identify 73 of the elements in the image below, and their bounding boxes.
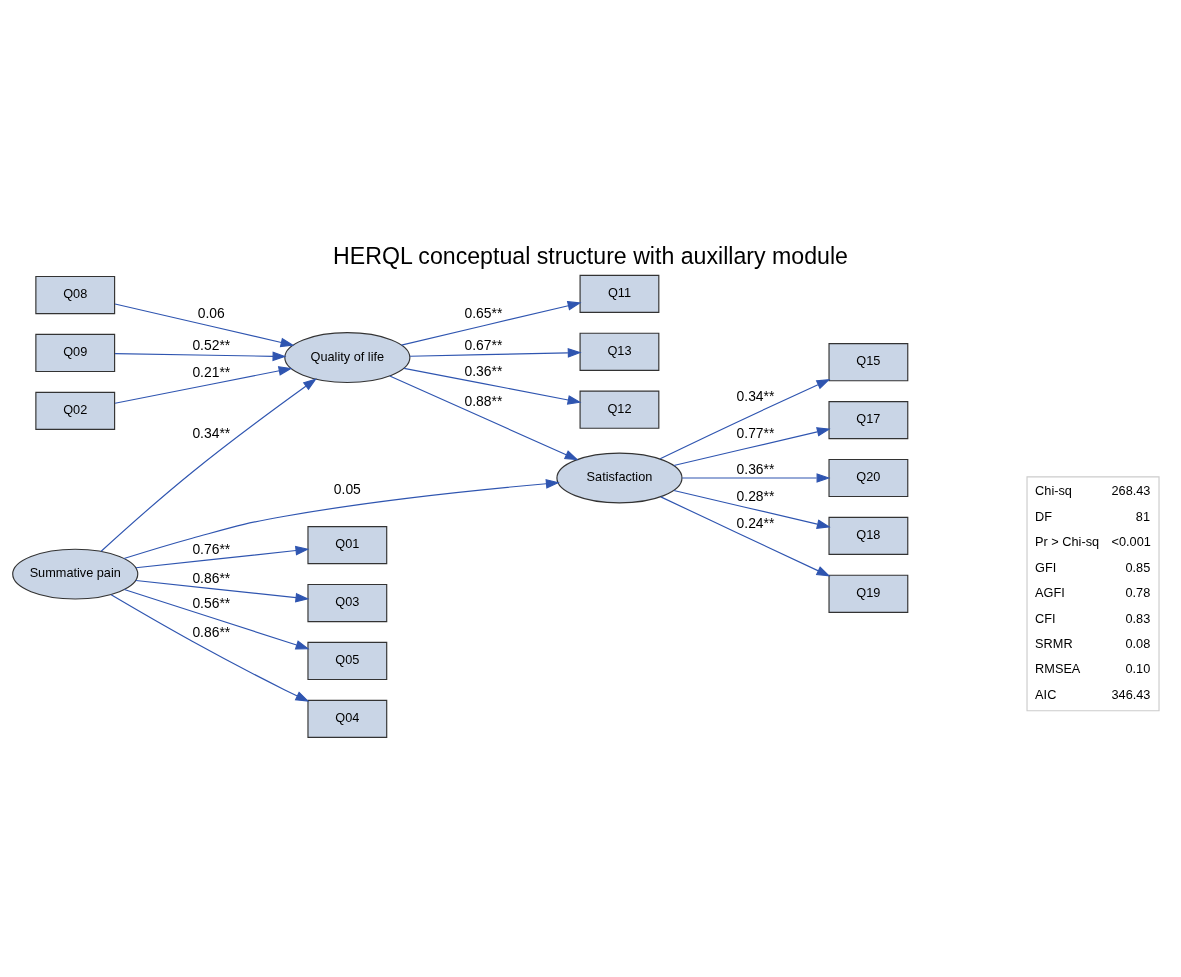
label: 0.83 — [1125, 610, 1151, 626]
node-ellipse: Summative pain — [12, 548, 139, 600]
node-box: Q01 — [307, 525, 388, 564]
arrow — [114, 350, 287, 361]
node-box: Q13 — [579, 332, 660, 371]
node-box: Q12 — [579, 390, 660, 429]
edge-label: 0.36** — [736, 460, 775, 477]
node-box: Q03 — [307, 583, 388, 622]
node-ellipse: Quality of life — [284, 331, 411, 383]
arrow — [409, 347, 582, 358]
edge-label: 0.36** — [464, 362, 503, 379]
label: 0.85 — [1125, 559, 1151, 575]
edge-label: 0.52** — [192, 336, 231, 353]
node-box: Q11 — [579, 274, 660, 313]
label: <0.001 — [1111, 533, 1151, 549]
arrow — [389, 374, 579, 460]
node-box: Q08 — [35, 275, 116, 314]
node-box: Q09 — [35, 333, 116, 372]
label: GFI — [1035, 559, 1057, 575]
label: Pr > Chi-sq — [1035, 533, 1100, 549]
edge-label: 0.05 — [333, 480, 361, 497]
label: RMSEA — [1035, 660, 1081, 676]
edge-label: 0.56** — [192, 594, 231, 611]
node-box: Q20 — [828, 458, 909, 497]
node-box: Q15 — [828, 342, 909, 381]
arrow — [681, 472, 831, 483]
arrow — [660, 495, 831, 577]
arrow — [114, 365, 293, 404]
arrow — [114, 302, 295, 347]
arrow — [659, 378, 831, 459]
label: 268.43 — [1111, 482, 1151, 498]
arrow — [673, 489, 831, 529]
arrow — [123, 588, 310, 649]
edge-label: 0.06 — [197, 304, 225, 321]
node-box: Q04 — [307, 699, 388, 738]
node-box: Q19 — [828, 574, 909, 613]
edge-label: 0.86** — [192, 623, 231, 640]
node-box: Q17 — [828, 400, 909, 439]
arrow — [135, 545, 310, 568]
label: AIC — [1035, 686, 1057, 702]
label: 0.08 — [1125, 635, 1151, 651]
edge-label: 0.67** — [464, 336, 503, 353]
edge-label: 0.24** — [736, 514, 775, 531]
arrow — [123, 478, 560, 559]
arrow — [400, 300, 582, 346]
edge-label: 0.77** — [736, 424, 775, 441]
edge-label: 0.86** — [192, 569, 231, 586]
edge-label: 0.34** — [192, 424, 231, 441]
label: 0.10 — [1125, 660, 1151, 676]
label: 0.78 — [1125, 584, 1151, 600]
edge-label: 0.34** — [736, 387, 775, 404]
label: DF — [1035, 508, 1053, 524]
arrow — [110, 593, 310, 702]
arrow — [100, 377, 317, 552]
label: AGFI — [1035, 584, 1065, 600]
label: Chi-sq — [1035, 482, 1072, 498]
node-box: Q05 — [307, 641, 388, 680]
edge-label: 0.65** — [464, 304, 503, 321]
edge-label: 0.88** — [464, 392, 503, 409]
node-box: Q02 — [35, 391, 116, 430]
label: SRMR — [1035, 635, 1073, 651]
arrow — [403, 367, 582, 405]
label: 346.43 — [1111, 686, 1151, 702]
node-box: Q18 — [828, 516, 909, 555]
edge-label: 0.21** — [192, 363, 231, 380]
label: CFI — [1035, 610, 1056, 626]
arrow — [135, 579, 310, 602]
edge-label: 0.28** — [736, 487, 775, 504]
arrow — [673, 426, 831, 466]
edge-label: 0.76** — [192, 540, 231, 557]
diagram-title: HERQL conceptual structure with auxillary module — [333, 242, 848, 269]
label: 81 — [1135, 508, 1151, 524]
node-ellipse: Satisfaction — [556, 452, 683, 503]
